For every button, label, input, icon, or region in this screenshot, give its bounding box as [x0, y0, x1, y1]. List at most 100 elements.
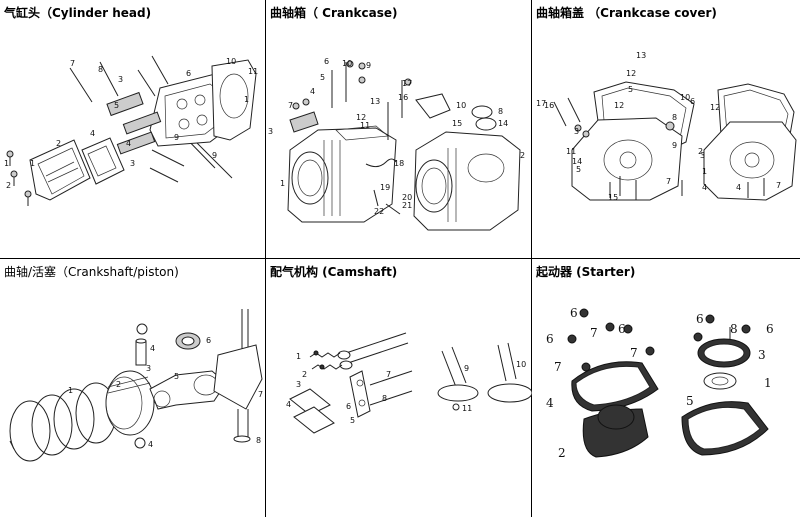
callout-st-7b: 7 [630, 346, 638, 360]
panel-crankcase-cover[interactable]: 曲轴箱盖 （Crankcase cover) [532, 0, 800, 258]
callout-cv-16: 16 [544, 101, 554, 110]
callout-cc-2: 2 [520, 151, 525, 160]
callout-cc-20: 20 [402, 193, 412, 202]
starter-drawing: 6 6 6 7 6 8 6 7 3 1 7 4 5 2 [546, 306, 774, 460]
callout-cc-10: 10 [342, 59, 352, 68]
callout-st-4: 4 [546, 396, 554, 410]
callout-cyl-4b: 4 [126, 139, 131, 148]
callout-cv-11: 11 [566, 147, 576, 156]
callout-cc-6: 6 [324, 57, 329, 66]
callout-cc-14: 14 [498, 119, 508, 128]
callout-st-5: 5 [686, 394, 694, 408]
callout-cs-3: 3 [146, 364, 151, 373]
callout-cs-2: 2 [116, 380, 121, 389]
panel-crankcase[interactable]: 曲轴箱（ Crankcase) [266, 0, 531, 258]
callout-cs-8: 8 [256, 436, 261, 445]
callout-cv-8: 8 [672, 113, 677, 122]
callout-cc-22: 22 [374, 207, 384, 216]
callout-cyl-2b: 2 [6, 181, 11, 190]
callout-cc-4: 4 [310, 87, 315, 96]
callout-cyl-5: 5 [114, 101, 119, 110]
callout-cs-4: 4 [150, 344, 155, 353]
callout-cs-5: 5 [174, 372, 179, 381]
callout-cam-1: 1 [296, 352, 301, 361]
callout-cv-4b: 4 [736, 183, 741, 192]
callout-cyl-9: 9 [174, 133, 179, 142]
callout-cv-6: 6 [690, 97, 695, 106]
panel-crankshaft-piston[interactable]: 曲轴/活塞（Crankshaft/piston) [0, 259, 265, 517]
callout-cam-6: 6 [346, 402, 351, 411]
callout-cs-1: 1 [68, 386, 73, 395]
crankcase-drawing: 6 10 9 5 4 7 3 17 16 13 12 11 10 15 14 8… [268, 57, 525, 231]
callout-cv-5b: 5 [576, 165, 581, 174]
callout-cyl-7: 7 [70, 59, 75, 68]
callout-cyl-9b: 9 [212, 151, 217, 160]
callout-cs-4b: 4 [148, 440, 153, 449]
callout-st-6b: 6 [618, 322, 626, 336]
callout-cyl-1c: 1 [4, 159, 9, 168]
callout-cam-3: 3 [296, 380, 301, 389]
callout-cc-3: 3 [268, 127, 273, 136]
callout-cv-7b: 7 [776, 181, 781, 190]
callout-cyl-6: 6 [186, 69, 191, 78]
callout-st-1: 1 [764, 376, 772, 390]
callout-cyl-3: 3 [118, 75, 123, 84]
callout-cyl-1: 1 [244, 95, 249, 104]
callout-cc-19: 19 [380, 183, 390, 192]
panel-title-starter: 起动器 (Starter) [536, 265, 636, 279]
panel-title-crankshaft-piston: 曲轴/活塞（Crankshaft/piston) [4, 265, 179, 279]
callout-st-6e: 6 [766, 322, 774, 336]
callout-cc-12: 12 [356, 113, 366, 122]
callout-cc-5: 5 [320, 73, 325, 82]
callout-st-2: 2 [558, 446, 566, 460]
panel-title-crankcase-cover: 曲轴箱盖 （Crankcase cover) [536, 6, 717, 20]
crankcase-cover-drawing: 13 12 5 10 17 16 12 12 6 8 2 3 1 9 4 3 1… [536, 51, 797, 202]
callout-cc-11: 11 [360, 121, 370, 130]
callout-st-7: 7 [590, 326, 598, 340]
callout-cc-13: 13 [370, 97, 380, 106]
panel-title-crankcase: 曲轴箱（ Crankcase) [270, 6, 398, 20]
callout-cc-16: 16 [398, 93, 408, 102]
callout-cam-8: 8 [382, 394, 387, 403]
callout-cv-14: 14 [572, 157, 582, 166]
callout-cc-9: 9 [366, 61, 371, 70]
callout-cc-18: 18 [394, 159, 404, 168]
callout-cv-1: 1 [702, 167, 707, 176]
callout-cv-12b: 12 [614, 101, 624, 110]
callout-cv-7: 7 [666, 177, 671, 186]
callout-cyl-3b: 3 [130, 159, 135, 168]
callout-st-6: 6 [570, 306, 578, 320]
panel-cylinder-head[interactable]: 气缸头（Cylinder head) [0, 0, 265, 258]
callout-cv-12: 12 [626, 69, 636, 78]
panel-starter[interactable]: 起动器 (Starter) [532, 259, 800, 517]
callout-cs-6: 6 [206, 336, 211, 345]
callout-cc-10b: 10 [456, 101, 466, 110]
callout-cv-3: 3 [700, 151, 705, 160]
callout-cam-5: 5 [350, 416, 355, 425]
callout-cyl-4: 4 [90, 129, 95, 138]
callout-cyl-11: 11 [248, 67, 258, 76]
callout-cv-13: 13 [636, 51, 646, 60]
callout-cyl-8: 8 [98, 65, 103, 74]
callout-st-3: 3 [758, 348, 766, 362]
panel-camshaft[interactable]: 配气机构 (Camshaft) [266, 259, 533, 517]
callout-cam-11: 11 [462, 404, 472, 413]
callout-cs-7: 7 [258, 390, 263, 399]
callout-cam-10: 10 [516, 360, 526, 369]
callout-cv-10: 10 [680, 93, 690, 102]
callout-st-6d: 6 [696, 312, 704, 326]
crankshaft-piston-drawing: 4 3 6 1 2 5 7 4 8 [9, 309, 263, 462]
camshaft-drawing: 1 2 3 4 5 6 7 8 9 10 11 [286, 332, 533, 434]
callout-cam-2: 2 [302, 370, 307, 379]
callout-cc-15: 15 [452, 119, 462, 128]
callout-cv-5: 5 [628, 85, 633, 94]
callout-cv-4: 4 [702, 183, 707, 192]
callout-cv-17: 17 [536, 99, 546, 108]
panel-title-camshaft: 配气机构 (Camshaft) [270, 265, 398, 279]
callout-cv-12c: 12 [710, 103, 720, 112]
callout-cc-21: 21 [402, 201, 412, 210]
callout-cam-9: 9 [464, 364, 469, 373]
callout-cam-7: 7 [386, 370, 391, 379]
